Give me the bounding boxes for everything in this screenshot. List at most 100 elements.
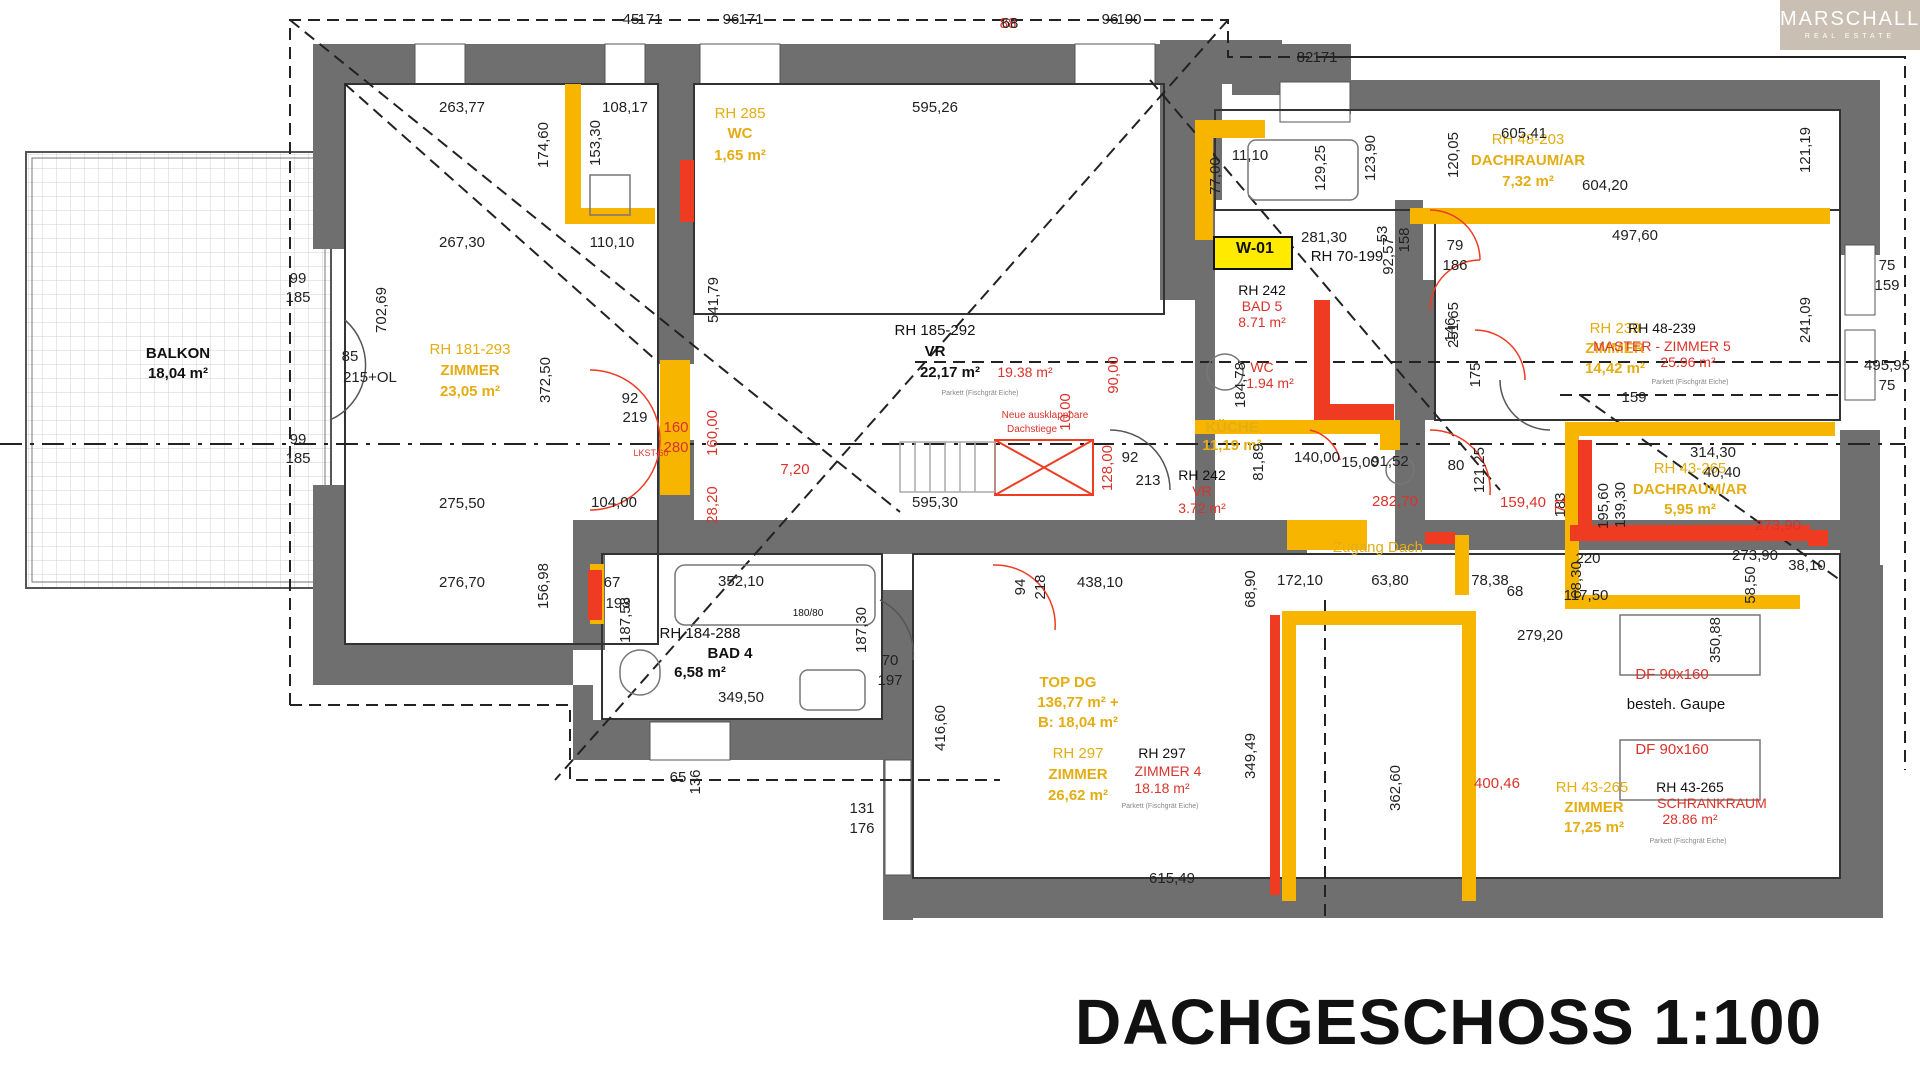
dimension-label: 108,17 <box>602 99 648 116</box>
dimension-label: 78,38 <box>1471 572 1509 589</box>
room-label: ZIMMER <box>1564 799 1623 816</box>
dimension-label: 282,70 <box>1372 493 1418 510</box>
room-label: 1.94 m² <box>1246 375 1294 391</box>
dimension-label: 190 <box>1116 11 1141 28</box>
room-label: 25.96 m² <box>1660 354 1716 370</box>
dimension-label: 131 <box>849 800 874 817</box>
room-label: 136,77 m² + <box>1037 694 1119 711</box>
dimension-label: 77,00 <box>1207 157 1224 195</box>
dimension-label: 280 <box>663 439 688 456</box>
dimension-label: 79 <box>1447 237 1464 254</box>
room-label: 28.86 m² <box>1662 811 1718 827</box>
dimension-label: 438,10 <box>1077 574 1123 591</box>
dimension-label: 349,49 <box>1242 733 1259 779</box>
dimension-label: 117,50 <box>1564 587 1609 604</box>
dimension-label: 187,30 <box>853 607 870 653</box>
room-label: BALKON <box>146 345 210 362</box>
dimension-label: 96 <box>723 11 740 28</box>
room-label: ZIMMER <box>440 362 499 379</box>
door-swings-gray <box>329 319 1551 661</box>
dimension-label: 88 <box>1000 15 1017 32</box>
room-label: RH 297 <box>1138 745 1186 761</box>
dimension-label: 372,50 <box>537 357 554 403</box>
room-label: TOP DG <box>1040 674 1097 691</box>
dimension-label: 159,40 <box>1500 494 1546 511</box>
dimension-label: 128,00 <box>1099 445 1116 491</box>
room-label: W-01 <box>1236 240 1274 257</box>
dimension-label: 314,30 <box>1690 444 1736 461</box>
room-label: RH 285 <box>715 105 766 122</box>
dimension-label: 85 <box>342 348 359 365</box>
room-label: 19.38 m² <box>997 364 1053 380</box>
dimension-label: 140,00 <box>1294 449 1340 466</box>
room-label: 17,25 m² <box>1564 819 1624 836</box>
dimension-label: 215+OL <box>343 369 397 386</box>
dimension-label: 68,90 <box>1242 570 1259 608</box>
dimension-label: 615,49 <box>1149 870 1195 887</box>
room-label: RH 242 <box>1238 282 1286 298</box>
dimension-label: 158 <box>1396 227 1413 252</box>
attic-stair <box>994 439 1094 496</box>
room-label: 14,42 m² <box>1585 360 1645 377</box>
room-label: Dachstiege <box>1007 424 1057 435</box>
room-label: RH 239 <box>1590 320 1641 337</box>
dimension-label: 251,65 <box>1445 302 1462 348</box>
dimension-label: 153,30 <box>587 120 604 166</box>
plan-title: DACHGESCHOSS 1:100 <box>1075 986 1823 1058</box>
room-label: 7,32 m² <box>1502 173 1554 190</box>
dimension-label: 187,58 <box>617 597 634 643</box>
dimension-label: 186 <box>1442 257 1467 274</box>
dimension-label: 273,90 <box>1732 547 1778 564</box>
room-label: VR <box>1192 483 1211 499</box>
dimension-label: 185 <box>285 450 310 467</box>
room-label: Parkett (Fischgrät Eiche) <box>941 390 1018 397</box>
room-label: RH 185-292 <box>895 322 976 339</box>
dimension-label: 595,26 <box>912 99 958 116</box>
dimension-label: 241,09 <box>1797 297 1814 343</box>
dimension-label: 99 <box>290 431 307 448</box>
dimension-label: 15,00 <box>1341 454 1379 471</box>
dimension-label: 38,10 <box>1788 557 1826 574</box>
dimension-label: 10,00 <box>1057 393 1074 431</box>
room-label: 180/80 <box>793 608 824 619</box>
dimension-label: 350,88 <box>1707 617 1724 663</box>
dimension-label: 146 <box>1442 317 1459 342</box>
room-label: 18,04 m² <box>148 365 208 382</box>
dimension-label: 96 <box>1102 11 1119 28</box>
dimension-label: 362,60 <box>1387 765 1404 811</box>
dimension-label: 702,69 <box>373 287 390 333</box>
dimension-label: 267,30 <box>439 234 485 251</box>
dimension-label: 185 <box>285 289 310 306</box>
dimension-label: 159 <box>1621 389 1646 406</box>
dimension-label: 82 <box>1297 49 1314 66</box>
dimension-label: 156,98 <box>535 563 552 609</box>
dimension-label: 219 <box>622 409 647 426</box>
dimension-label: 28,20 <box>704 486 721 524</box>
dimension-label: 68 <box>1002 15 1019 32</box>
room-label: ZIMMER <box>1048 766 1107 783</box>
dimension-label: 281,30 <box>1301 229 1347 246</box>
room-label: RH 48-203 <box>1492 131 1565 148</box>
room-label: 1,65 m² <box>714 147 766 164</box>
dimension-label: 197 <box>877 672 902 689</box>
dimension-label: 273,90 <box>1755 517 1801 534</box>
dimension-label: 352,10 <box>718 573 764 590</box>
dimension-label: 92 <box>1122 449 1139 466</box>
dimension-label: 123,90 <box>1362 135 1379 181</box>
dimension-label: 160 <box>663 419 688 436</box>
dimension-label: 195,60 <box>1595 483 1612 529</box>
dimension-label: 136 <box>687 769 704 794</box>
room-label: RH 70-199 <box>1311 248 1384 265</box>
room-label: BAD 4 <box>707 645 753 662</box>
room-label: 23,05 m² <box>440 383 500 400</box>
dimension-label: 7,20 <box>780 461 809 478</box>
dimension-label: 65 <box>670 769 687 786</box>
marschall-logo: MARSCHALL REAL ESTATE <box>1780 0 1920 50</box>
dimension-label: 416,60 <box>932 705 949 751</box>
room-label: 8.71 m² <box>1238 314 1286 330</box>
logo-tagline: REAL ESTATE <box>1804 33 1896 40</box>
dimension-label: 349,50 <box>718 689 764 706</box>
